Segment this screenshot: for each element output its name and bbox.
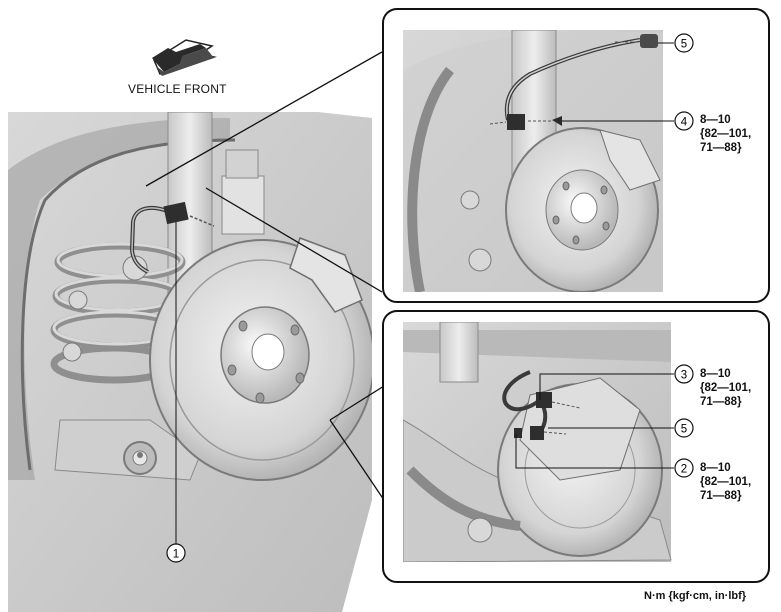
strut-bracket: [221, 175, 265, 235]
zoom-connector-lines: [145, 51, 385, 501]
wheel-studs: [227, 320, 305, 404]
brake-caliper: [289, 237, 363, 313]
torque-spec-4: 8—10 {82—101, 71—88}: [700, 113, 751, 155]
torque-3-line2: {82—101,: [700, 382, 752, 394]
callout-5-top: 5: [674, 33, 694, 53]
torque-2-line2: {82—101,: [700, 476, 752, 488]
wheel-arch-edge: [20, 138, 236, 471]
top-hose-bracket: [507, 114, 525, 130]
bottom-hose-bracket-upper: [536, 392, 552, 408]
torque-4-line2: {82—101,: [700, 128, 752, 140]
svg-text:3: 3: [681, 370, 687, 382]
torque-3-line1: 8—10: [700, 368, 731, 380]
torque-units-note: N·m {kgf·cm, in·lbf}: [644, 590, 747, 602]
callout-3: 3: [674, 364, 694, 384]
callout-5-bottom: 5: [674, 418, 694, 438]
svg-text:2: 2: [681, 464, 687, 476]
svg-text:4: 4: [681, 117, 688, 129]
wheel-arch-liner: [8, 118, 230, 480]
vehicle-front-label: VEHICLE FRONT: [128, 82, 227, 96]
top-detail-illustration: [403, 30, 663, 292]
svg-text:5: 5: [681, 39, 687, 51]
bottom-brake-hose: [502, 370, 542, 412]
strut-mount: [225, 149, 259, 179]
callout-4: 4: [674, 111, 694, 131]
torque-4-line3: 71—88}: [700, 142, 742, 154]
bottom-detail-illustration: [403, 322, 672, 562]
torque-4-line1: 8—10: [700, 114, 731, 126]
torque-spec-3: 8—10 {82—101, 71—88}: [700, 367, 751, 409]
main-illustration: [8, 112, 372, 612]
svg-text:1: 1: [173, 549, 179, 561]
bottom-hose-bracket-lower: [530, 426, 544, 440]
callout-2: 2: [674, 458, 694, 478]
torque-3-line3: 71—88}: [700, 396, 742, 408]
knuckle-bolt: [68, 290, 88, 310]
torque-spec-2: 8—10 {82—101, 71—88}: [700, 461, 751, 503]
hose-bracket-main: [163, 201, 189, 225]
torque-2-line1: 8—10: [700, 462, 731, 474]
torque-2-line3: 71—88}: [700, 490, 742, 502]
callout-1: 1: [166, 543, 186, 563]
vehicle-front-arrow-icon: [152, 39, 217, 76]
svg-text:5: 5: [681, 424, 687, 436]
